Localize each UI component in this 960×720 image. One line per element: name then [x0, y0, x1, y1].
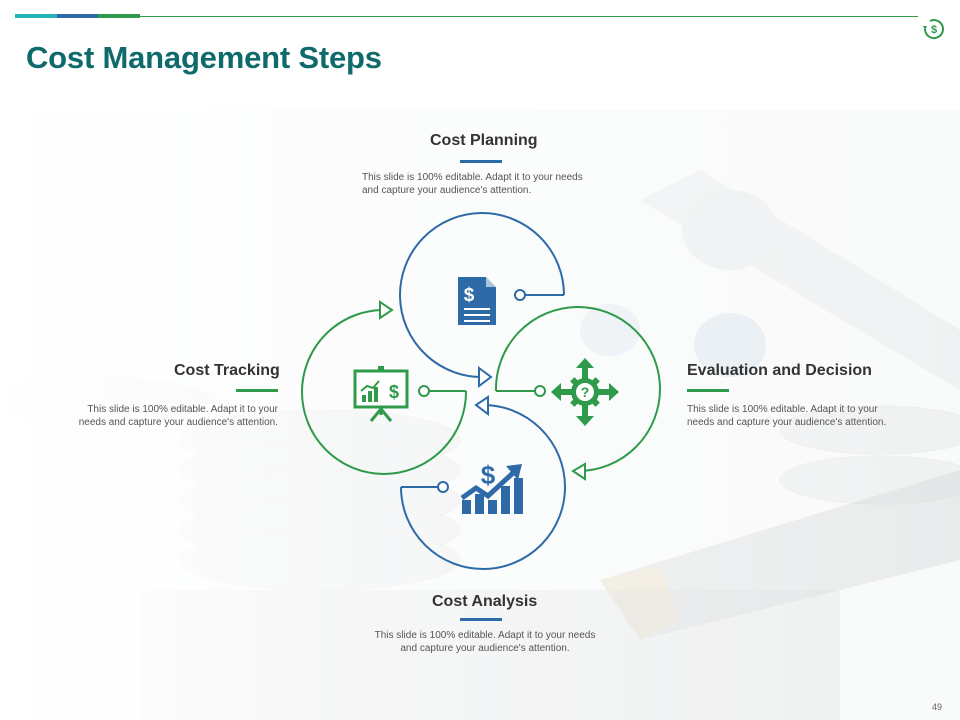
step-underline-evaluation-and-decision	[687, 389, 729, 392]
presentation-board-dollar-icon: $	[353, 366, 409, 422]
step-title-cost-planning: Cost Planning	[430, 132, 538, 149]
step-desc-cost-planning: This slide is 100% editable. Adapt it to…	[362, 172, 583, 196]
svg-text:$: $	[481, 460, 496, 490]
dollar-cycle-icon: $	[923, 19, 944, 40]
step-title-cost-analysis: Cost Analysis	[432, 593, 538, 610]
page-number: 49	[931, 702, 942, 712]
step-desc-cost-tracking: This slide is 100% editable. Adapt it to…	[78, 404, 278, 428]
step-underline-cost-planning	[460, 160, 502, 163]
step-title-evaluation-and-decision: Evaluation and Decision	[687, 362, 872, 379]
page-title: Cost Management Steps	[26, 40, 382, 75]
svg-text:?: ?	[581, 384, 590, 400]
step-title-cost-tracking: Cost Tracking	[174, 362, 280, 379]
arc-evaluation-and-decision	[494, 306, 661, 481]
step-desc-cost-analysis: This slide is 100% editable. Adapt it to…	[374, 630, 596, 654]
arc-cost-planning	[399, 212, 565, 388]
arc-cost-analysis	[400, 395, 566, 570]
dollar-document-icon: $	[458, 277, 496, 325]
svg-text:$: $	[464, 285, 475, 306]
step-underline-cost-tracking	[236, 389, 278, 392]
top-accent-bar	[15, 14, 140, 18]
step-underline-cost-analysis	[460, 618, 502, 621]
top-divider-line	[140, 15, 918, 17]
dollar-growth-chart-icon: $	[460, 460, 523, 514]
step-desc-evaluation-and-decision: This slide is 100% editable. Adapt it to…	[687, 404, 887, 428]
svg-text:$: $	[389, 382, 399, 402]
arc-cost-tracking	[301, 300, 468, 475]
svg-text:$: $	[931, 24, 937, 36]
question-gear-arrows-icon: ?	[551, 358, 619, 426]
